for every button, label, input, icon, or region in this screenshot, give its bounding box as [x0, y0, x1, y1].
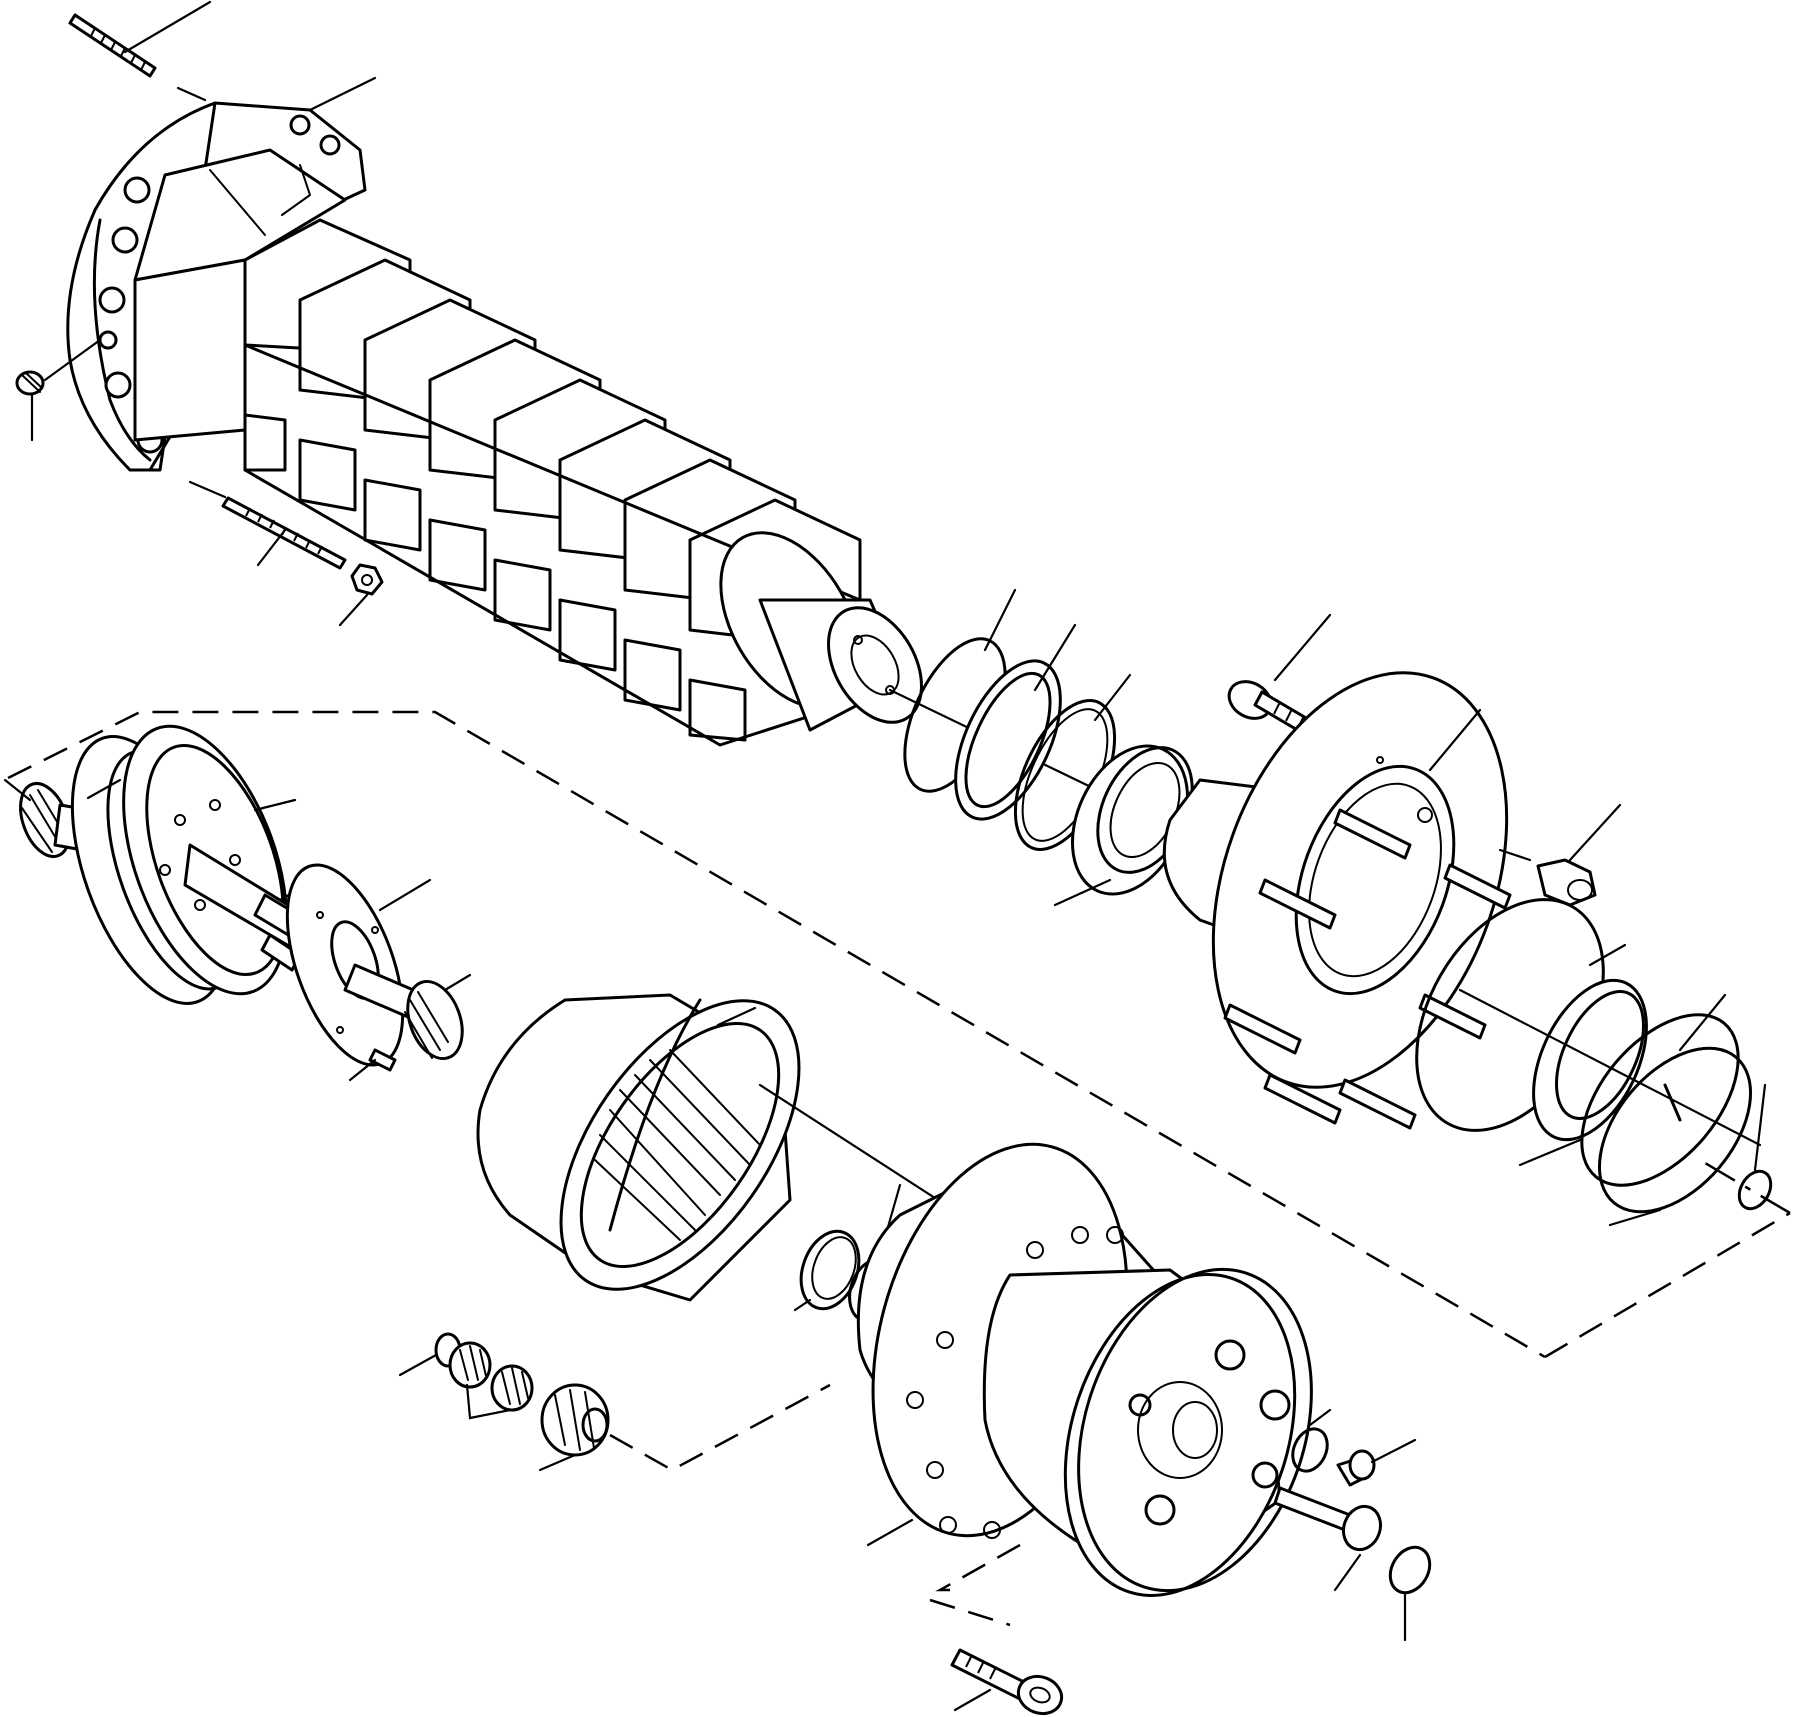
ring-thrust-washer-1	[799, 1229, 861, 1311]
wheel-hub	[1162, 671, 1509, 1089]
needle-bearing-1	[448, 1341, 492, 1389]
needle-bearing-2	[490, 1364, 534, 1412]
nut	[350, 563, 384, 596]
seal-ring	[954, 659, 1062, 821]
wheel-studs	[1223, 808, 1512, 1130]
assembly-boundary	[7, 710, 1791, 1359]
stud-top	[68, 13, 157, 78]
planet-carrier-housing	[856, 1142, 1313, 1597]
small-seal-bottom	[1388, 1545, 1432, 1595]
stator-core-stack	[243, 218, 862, 747]
retaining-ring	[1580, 1013, 1740, 1187]
planet-gear	[540, 1383, 610, 1457]
plug-fitting	[15, 370, 45, 396]
seal-washer-right	[1291, 1427, 1329, 1473]
small-bolt	[368, 1048, 397, 1072]
tapered-bearing	[1532, 978, 1648, 1142]
sun-gear-shaft	[343, 963, 464, 1061]
stator-housing	[66, 101, 923, 747]
small-o-ring	[1737, 1169, 1773, 1211]
plug-bolt	[1336, 1449, 1376, 1487]
shim-ring	[1597, 1046, 1753, 1214]
ring-gear	[476, 993, 801, 1302]
shaft-pin	[1273, 1486, 1383, 1552]
mounting-bolt	[950, 1648, 1064, 1716]
hex-nut-right	[1536, 858, 1597, 907]
